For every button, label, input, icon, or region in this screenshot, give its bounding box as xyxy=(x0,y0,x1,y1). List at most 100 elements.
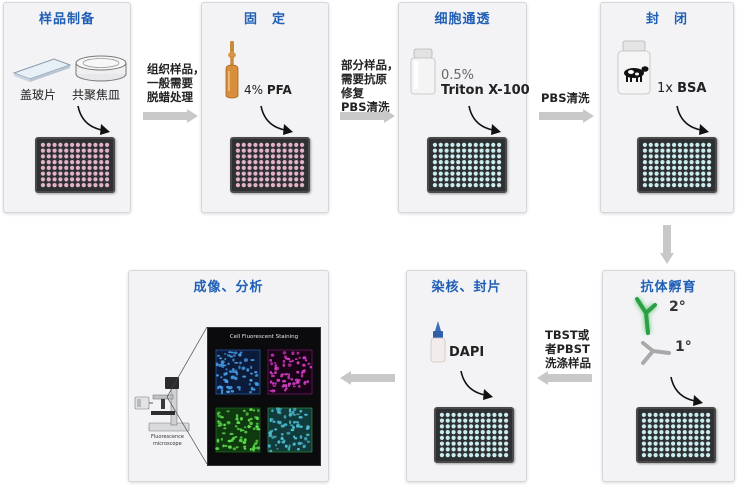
well xyxy=(81,160,86,165)
well xyxy=(467,142,473,147)
well xyxy=(75,148,81,153)
well xyxy=(457,435,462,440)
well xyxy=(259,148,264,153)
well xyxy=(439,430,445,435)
cell-mark xyxy=(256,373,259,376)
well xyxy=(474,447,480,452)
well xyxy=(677,171,683,176)
well xyxy=(641,453,647,458)
well xyxy=(259,183,264,188)
curved-arrow-icon xyxy=(77,105,110,135)
well xyxy=(235,183,241,188)
well xyxy=(670,430,676,435)
well xyxy=(701,148,706,153)
cell-mark xyxy=(216,439,220,443)
card-staining: 染核、封片 DAPI xyxy=(406,270,527,482)
well xyxy=(276,171,281,176)
well xyxy=(463,430,468,435)
ampoule-icon xyxy=(225,41,239,99)
well xyxy=(299,154,305,159)
well xyxy=(467,165,473,170)
well xyxy=(689,154,694,159)
cell-mark xyxy=(305,427,309,430)
well xyxy=(486,447,491,452)
cell-mark xyxy=(274,366,278,369)
well xyxy=(445,412,450,417)
cell-mark xyxy=(233,351,238,355)
well xyxy=(654,154,659,159)
dish-label: 共聚焦皿 xyxy=(72,88,121,102)
well xyxy=(705,441,711,446)
well xyxy=(87,165,92,170)
well xyxy=(461,165,467,170)
cell-mark xyxy=(287,447,291,451)
well xyxy=(259,177,264,182)
well xyxy=(694,412,699,417)
cell-mark xyxy=(218,363,222,367)
well xyxy=(87,160,92,165)
cell-mark xyxy=(288,413,292,417)
well xyxy=(439,453,445,458)
well xyxy=(677,177,683,182)
well xyxy=(682,435,687,440)
well xyxy=(660,177,665,182)
microscope-caption-2: microscope xyxy=(153,441,182,447)
cell-mark xyxy=(291,410,295,415)
well xyxy=(648,148,653,153)
card-title: 细胞通透 xyxy=(434,12,491,27)
cell-mark xyxy=(270,362,274,366)
well xyxy=(64,171,69,176)
well xyxy=(99,160,104,165)
well xyxy=(87,142,92,147)
well xyxy=(64,154,69,159)
cell-mark xyxy=(294,358,298,361)
well-plate xyxy=(230,137,310,193)
well xyxy=(676,424,682,429)
cell-mark xyxy=(235,414,239,418)
well xyxy=(479,177,484,182)
well xyxy=(671,171,677,176)
well xyxy=(654,177,659,182)
well xyxy=(485,142,490,147)
cell-mark xyxy=(231,368,235,372)
well xyxy=(253,165,258,170)
cell-mark xyxy=(276,378,281,382)
well xyxy=(264,183,270,188)
cell-mark xyxy=(274,382,278,385)
cell-mark xyxy=(234,435,238,439)
well xyxy=(463,447,468,452)
well xyxy=(642,160,648,165)
well xyxy=(701,171,706,176)
cell-mark xyxy=(270,374,275,378)
well xyxy=(438,142,443,147)
cell-mark xyxy=(221,361,224,366)
well xyxy=(486,424,491,429)
cell-mark xyxy=(250,386,254,391)
well xyxy=(705,430,711,435)
well xyxy=(444,148,449,153)
well xyxy=(456,154,461,159)
well xyxy=(676,435,682,440)
well xyxy=(503,418,509,423)
well xyxy=(479,154,484,159)
well xyxy=(701,177,706,182)
well xyxy=(474,430,480,435)
cell-mark xyxy=(274,435,277,438)
cell-mark xyxy=(284,373,289,376)
well xyxy=(694,424,699,429)
well xyxy=(445,430,450,435)
well xyxy=(457,441,462,446)
well xyxy=(58,142,63,147)
cell-mark xyxy=(269,430,273,434)
well xyxy=(299,171,305,176)
well xyxy=(451,453,456,458)
well xyxy=(653,412,658,417)
well xyxy=(666,171,671,176)
well xyxy=(104,183,110,188)
well xyxy=(705,418,711,423)
cell-mark xyxy=(282,439,286,443)
well xyxy=(259,171,264,176)
well xyxy=(683,183,688,188)
well xyxy=(456,183,461,188)
well xyxy=(503,424,509,429)
